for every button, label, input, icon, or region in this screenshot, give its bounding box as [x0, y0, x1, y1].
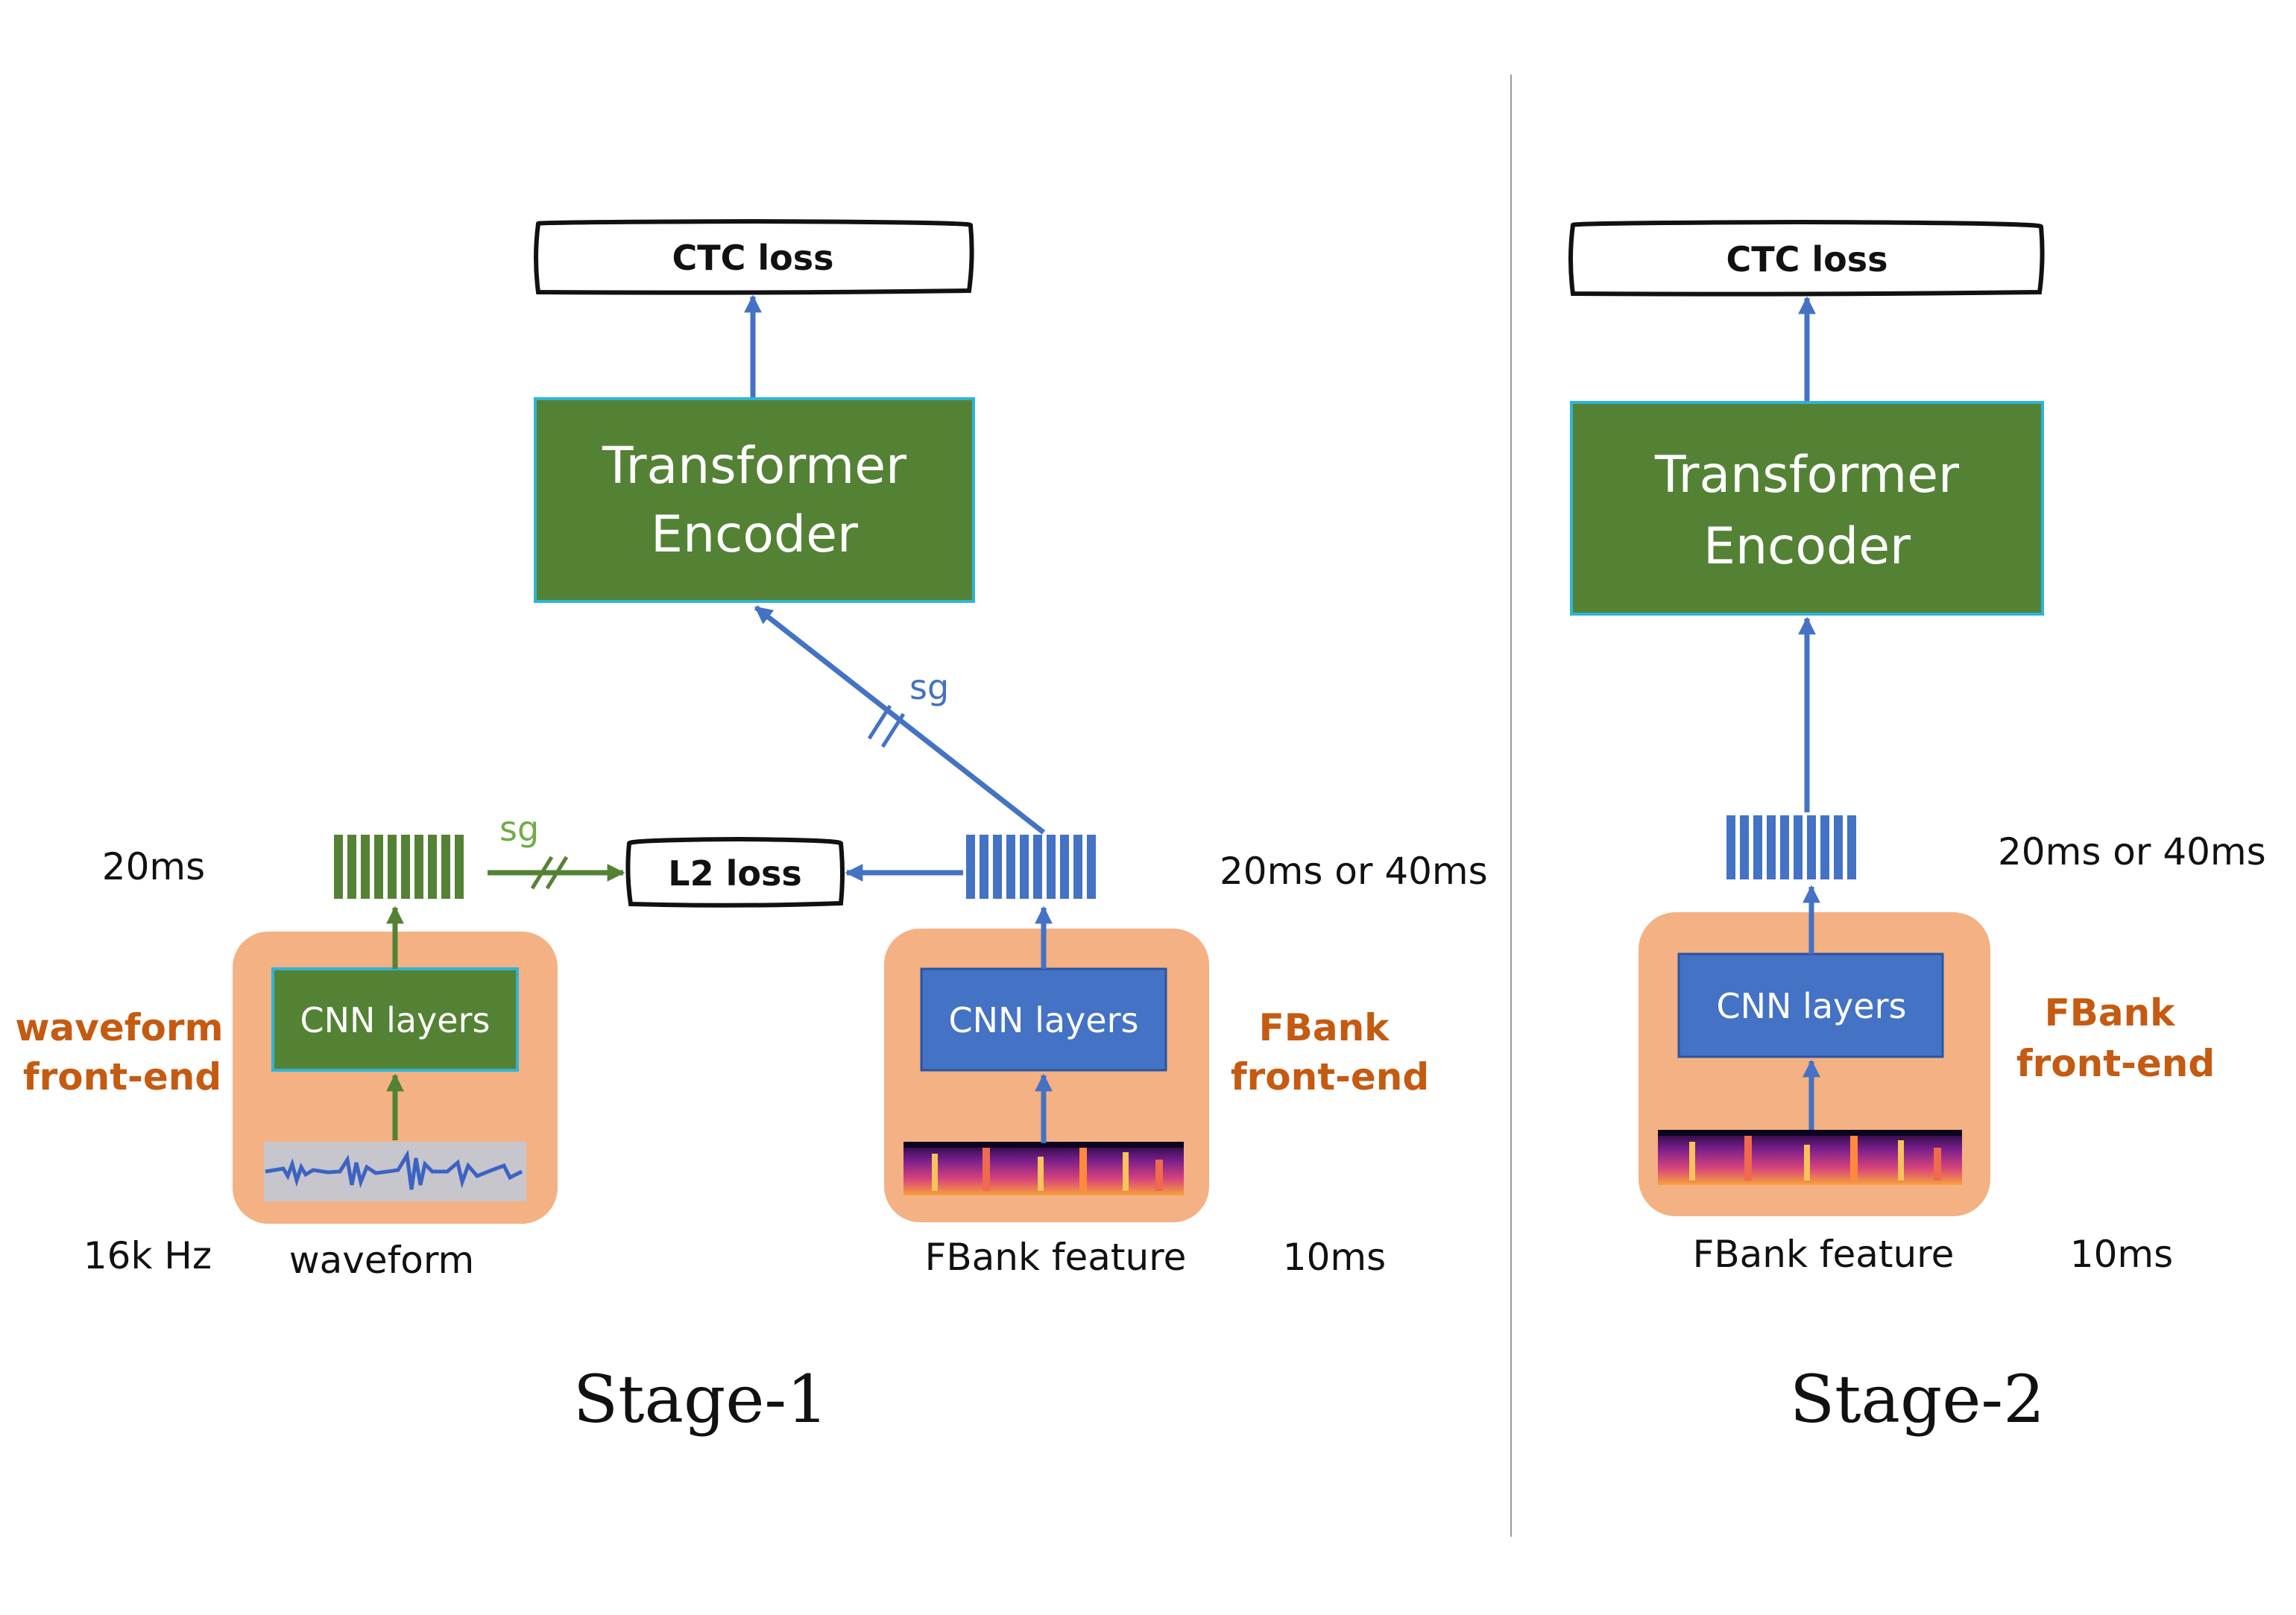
stage1-fbank-frame-rate: 20ms or 40ms — [1220, 850, 1488, 893]
stage2-fbank-input-label: FBank feature — [1693, 1233, 1955, 1276]
stage2-fbank-cnn-layers-label: CNN layers — [1717, 986, 1907, 1026]
waveform-image — [264, 1142, 526, 1201]
stage2-fbank-frame-sequence — [1726, 815, 1856, 879]
stage2-fbank-frame-rate: 20ms or 40ms — [1998, 830, 2266, 873]
stage1-fbank-frame-sequence — [966, 835, 1096, 899]
stage1-l2-loss-label: L2 loss — [668, 853, 801, 894]
stage2-fbank-frontend-label-line2: front-end — [2016, 1042, 2215, 1085]
stage-2: CTC loss Transformer Encoder CNN layers — [1568, 219, 2266, 1438]
stage1-fbank-spectrogram-image — [903, 1142, 1184, 1195]
waveform-cnn-layers-label: CNN layers — [300, 1000, 491, 1040]
stage1-stop-gradient-mark-lower — [530, 856, 569, 890]
stage1-sg-label-upper: sg — [909, 667, 949, 707]
stage-1: CTC loss Transformer Encoder sg L2 loss … — [15, 218, 1488, 1438]
waveform-frame-rate: 20ms — [102, 845, 205, 888]
stage1-title: Stage-1 — [573, 1361, 828, 1438]
stage1-ctc-loss-box: CTC loss — [534, 218, 974, 295]
stage1-fbank-input-rate: 10ms — [1283, 1236, 1386, 1279]
stage1-encoder-line1: Transformer — [602, 437, 906, 496]
stage1-ctc-loss-label: CTC loss — [672, 238, 833, 278]
stage1-fbank-front-end: CNN layers — [884, 906, 1209, 1222]
waveform-frame-sequence — [334, 835, 464, 899]
stage1-stop-gradient-mark-upper — [867, 704, 906, 748]
waveform-frontend-label-line2: front-end — [23, 1055, 221, 1099]
stage1-encoder-line2: Encoder — [651, 505, 858, 564]
waveform-sample-rate: 16k Hz — [83, 1234, 212, 1277]
stage1-fbank-input-label: FBank feature — [925, 1236, 1187, 1279]
stage2-fbank-frontend-label-line1: FBank — [2045, 991, 2177, 1034]
stage1-fbank-cnn-layers-label: CNN layers — [949, 1000, 1139, 1040]
stage1-sg-label-lower: sg — [499, 809, 539, 849]
stage2-fbank-input-rate: 10ms — [2070, 1233, 2173, 1276]
stage2-encoder-line2: Encoder — [1703, 517, 1911, 576]
waveform-input-label: waveform — [289, 1239, 474, 1282]
stage2-ctc-loss-box: CTC loss — [1568, 219, 2045, 297]
waveform-front-end: CNN layers — [233, 906, 558, 1224]
stage2-encoder-line1: Transformer — [1654, 446, 1959, 505]
stage1-fbank-frontend-label-line1: FBank — [1259, 1006, 1391, 1049]
stage2-fbank-front-end: CNN layers — [1639, 885, 1990, 1216]
stage2-fbank-spectrogram-image — [1658, 1130, 1962, 1185]
stage1-fbank-frontend-label-line2: front-end — [1231, 1055, 1429, 1099]
waveform-frontend-label-line1: waveform — [15, 1006, 223, 1049]
stage2-ctc-loss-label: CTC loss — [1726, 239, 1887, 279]
stage2-title: Stage-2 — [1790, 1361, 2045, 1438]
stage2-transformer-encoder: Transformer Encoder — [1570, 401, 2044, 616]
stage1-l2-loss-box: L2 loss — [625, 836, 845, 908]
stage1-transformer-encoder: Transformer Encoder — [534, 397, 975, 603]
